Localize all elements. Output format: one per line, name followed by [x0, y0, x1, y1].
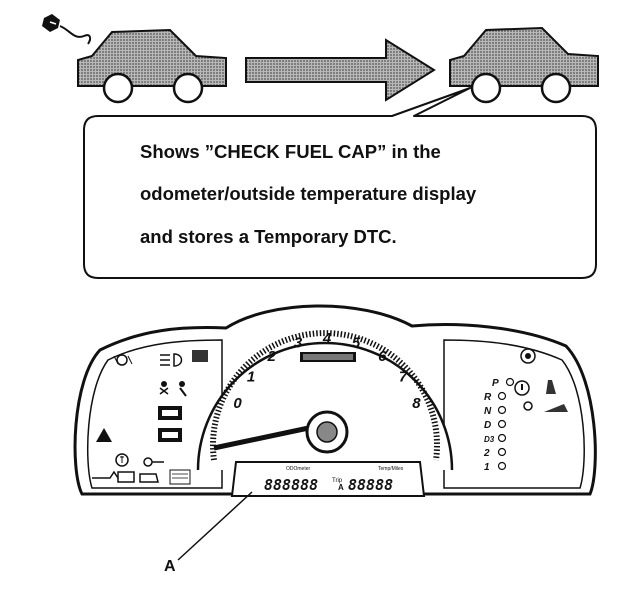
gear-lamp-p	[505, 377, 515, 387]
brake-badge	[158, 428, 182, 442]
trip-suffix: A	[338, 483, 344, 492]
high-beam-icon	[160, 353, 183, 367]
tach-label-7: 7	[399, 369, 408, 386]
seat-icon	[546, 380, 556, 394]
brand-logo	[300, 352, 356, 362]
pointer-line-a	[177, 491, 253, 561]
gear-label-r: R	[484, 392, 492, 403]
gear-lamp-r	[497, 391, 507, 401]
gear-lamp-n	[497, 405, 507, 415]
oil-pressure-icon	[92, 470, 119, 479]
gear-lamp-d3	[497, 433, 507, 443]
maint-badge	[169, 469, 191, 485]
tach-label-3: 3	[294, 335, 303, 352]
gear-label-d: D	[484, 420, 491, 431]
tach-label-4: 4	[322, 330, 332, 347]
turn-signal-icon	[520, 348, 536, 364]
warning-triangle-icon	[96, 428, 112, 442]
callout-line-1: Shows ”CHECK FUEL CAP” in the	[140, 141, 441, 162]
gear-label-1: 1	[484, 462, 490, 473]
gear-lamp-1	[497, 461, 507, 471]
gear-label-n: N	[484, 406, 492, 417]
odometer-digits: 888888	[264, 476, 318, 494]
engine-check-icon	[139, 473, 159, 483]
pointer-label-a: A	[164, 558, 176, 575]
right-arrow-icon	[245, 38, 436, 102]
key-icon	[143, 457, 164, 467]
tcs-badge	[158, 406, 182, 420]
callout-line-2: odometer/outside temperature display	[140, 183, 477, 204]
tach-label-6: 6	[378, 348, 387, 365]
headlight-icon	[192, 350, 208, 362]
battery-icon	[117, 471, 135, 483]
tach-label-1: 1	[247, 369, 255, 386]
display-upper-right: Temp/Miles	[378, 466, 404, 472]
odometer-temp-display: ODOmeter Temp/Miles 888888 Trip A 88888	[230, 461, 426, 497]
callout-line-3: and stores a Temporary DTC.	[140, 226, 397, 247]
gear-lamp-d	[497, 419, 507, 429]
fuel-cap-icon	[42, 14, 92, 45]
gear-label-p: P	[492, 378, 499, 389]
left-indicator-panel	[92, 350, 208, 485]
cruise-icon	[523, 401, 533, 411]
tachometer-needle	[213, 423, 319, 451]
airbag-icon	[179, 381, 187, 397]
right-car-icon	[449, 26, 599, 104]
gear-label-2: 2	[483, 448, 490, 459]
tach-label-8: 8	[412, 395, 421, 412]
temperature-digits: 88888	[348, 476, 393, 494]
door-open-icon	[544, 404, 568, 412]
fog-light-icon	[113, 354, 133, 366]
tach-label-0: 0	[233, 395, 242, 412]
security-icon	[115, 453, 129, 467]
gear-label-d3: D3	[484, 435, 495, 444]
gear-lamp-2	[497, 447, 507, 457]
tach-label-5: 5	[352, 335, 361, 352]
display-upper-left: ODOmeter	[286, 466, 311, 472]
tach-label-2: 2	[267, 348, 277, 365]
master-warning-icon	[514, 380, 530, 396]
left-car-icon	[77, 28, 227, 104]
seatbelt-icon	[159, 381, 169, 395]
trip-label: Trip	[332, 478, 343, 484]
callout-box	[83, 87, 597, 279]
